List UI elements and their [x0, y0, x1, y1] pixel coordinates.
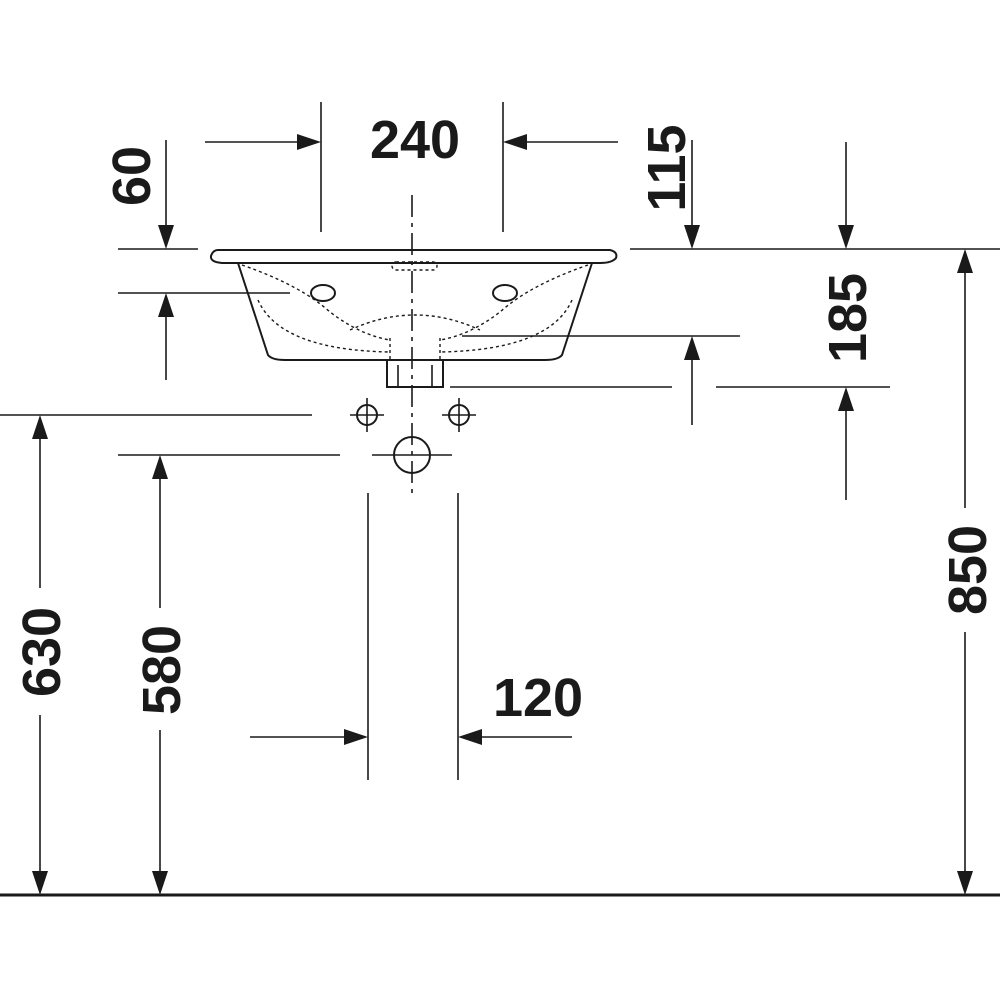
dimension-185-lines [838, 142, 854, 500]
dimension-240-lines [205, 134, 618, 150]
waste-connection [372, 436, 452, 474]
dimension-label-850: 850 [938, 525, 998, 615]
dimension-label-240: 240 [370, 110, 460, 170]
dimension-label-580: 580 [132, 625, 192, 715]
dimension-label-60: 60 [102, 146, 162, 206]
dimension-label-120: 120 [493, 668, 583, 728]
basin-outline [209, 249, 618, 388]
extension-lines [0, 102, 1000, 780]
dimension-label-115: 115 [637, 124, 697, 211]
dimension-580-lines [152, 455, 168, 895]
dimension-630-lines [32, 415, 48, 895]
dimension-115-lines [684, 140, 700, 425]
dimension-120-lines [250, 729, 572, 745]
dimension-label-185: 185 [818, 273, 878, 363]
dimension-label-630: 630 [12, 607, 72, 697]
supply-connections [350, 398, 476, 432]
dimension-60-lines [158, 140, 174, 380]
dimension-850-lines [957, 249, 973, 895]
